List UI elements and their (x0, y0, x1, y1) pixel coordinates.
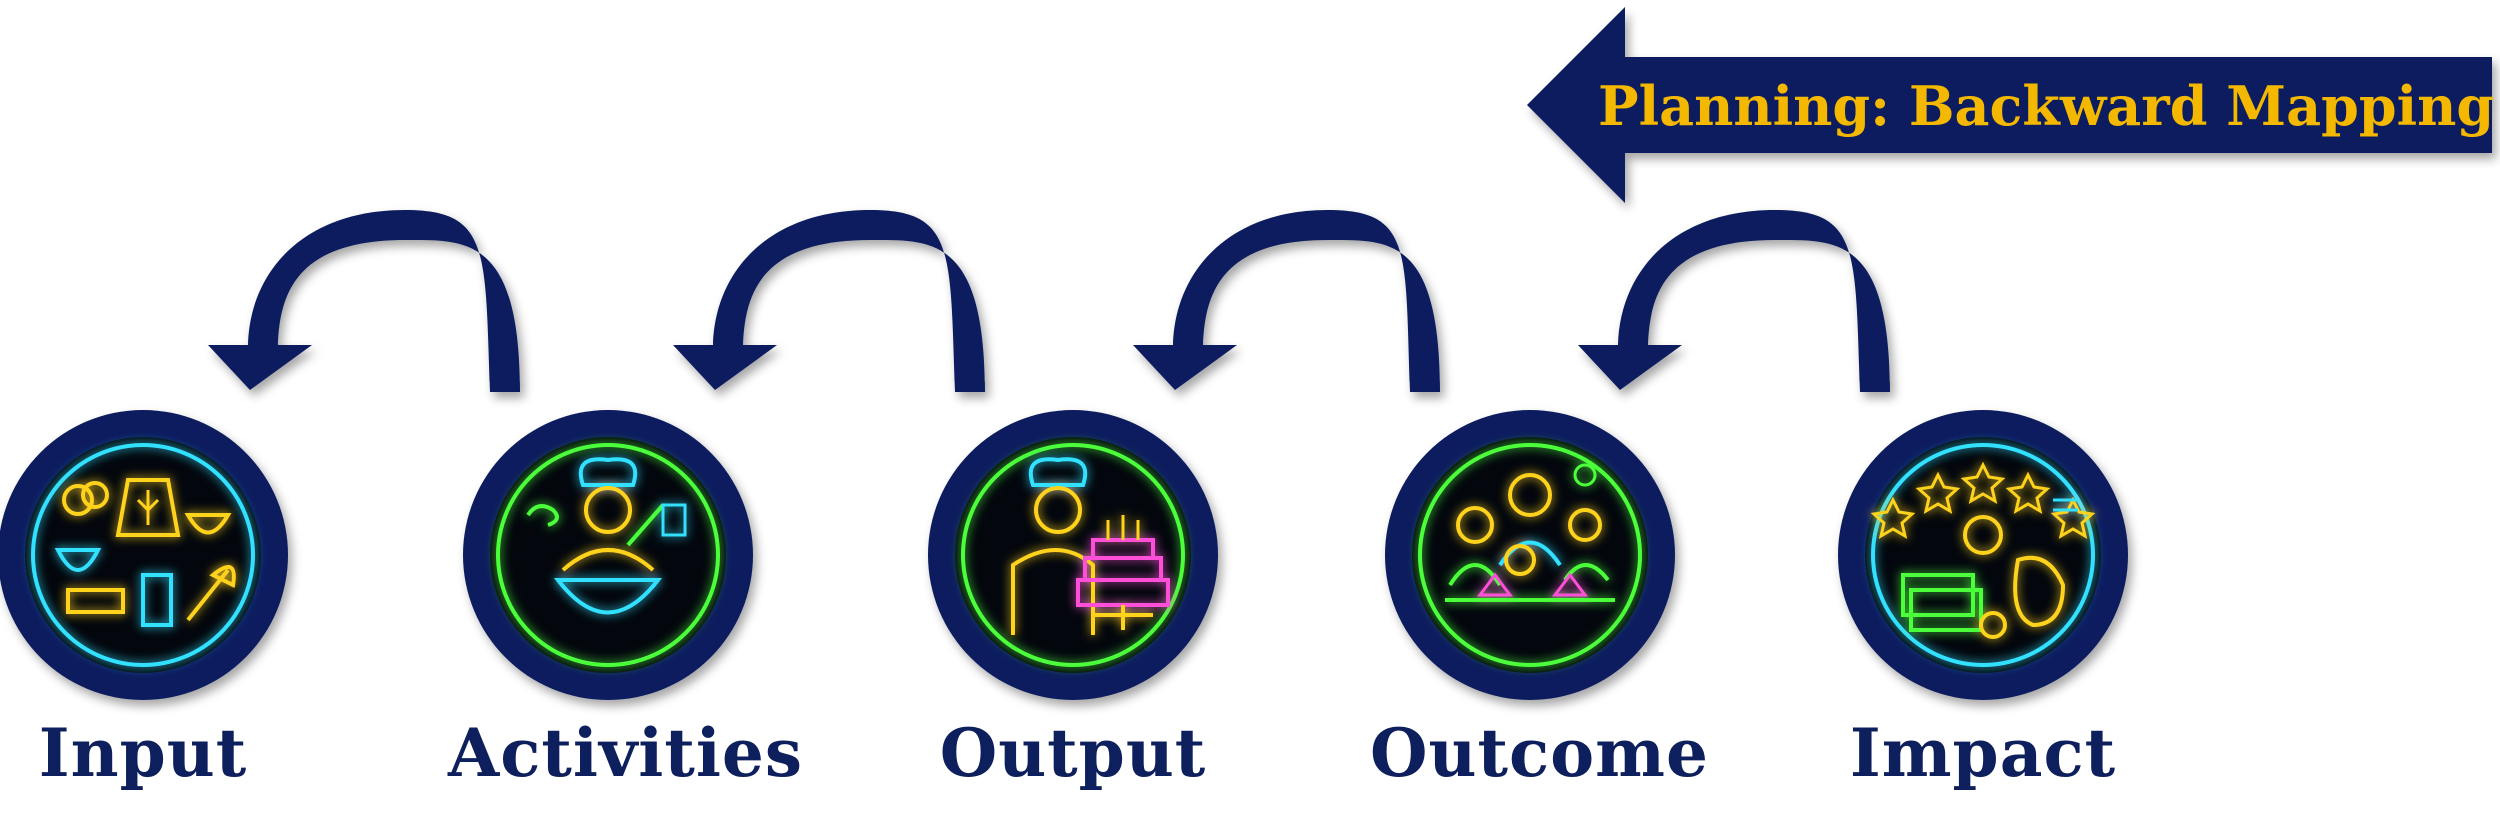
curved-arrow-outcome-to-output (1133, 210, 1440, 392)
stage-neon-ring (961, 443, 1185, 667)
backward-arrows (208, 210, 1890, 392)
stage-neon-ring (1418, 443, 1642, 667)
stage-impact (1838, 410, 2128, 700)
curved-arrow-output-to-activities (673, 210, 985, 392)
happy-family-icon (1445, 463, 1615, 602)
chef-money-icon (1870, 461, 2096, 639)
stage-label-impact: Impact (1849, 714, 2117, 792)
stage-output (928, 410, 1218, 700)
stage-inner (1412, 437, 1648, 673)
chef-cake-icon (1011, 457, 1170, 635)
stage-neon-ring (496, 443, 720, 667)
ingredients-icon (54, 478, 236, 627)
stage-label-output: Output (939, 714, 1207, 792)
banner-arrow (1527, 7, 2492, 203)
curved-arrow-activities-to-input (208, 210, 520, 392)
stage-label-outcome: Outcome (1370, 714, 1709, 792)
stage-input (0, 410, 288, 700)
stage-inner (490, 437, 726, 673)
stage-label-input: Input (38, 714, 248, 792)
chef-mixing-icon (526, 457, 687, 615)
backward-mapping-banner: Planning: Backward Mapping (1527, 7, 2494, 203)
stage-activities (463, 410, 753, 700)
curved-arrow-impact-to-outcome (1578, 210, 1890, 392)
banner-text: Planning: Backward Mapping (1598, 74, 2494, 138)
stage-label-activities: Activities (448, 714, 804, 792)
stage-outcome (1385, 410, 1675, 700)
stage-neon-ring (1871, 443, 2095, 667)
stage-neon-ring (31, 443, 255, 667)
